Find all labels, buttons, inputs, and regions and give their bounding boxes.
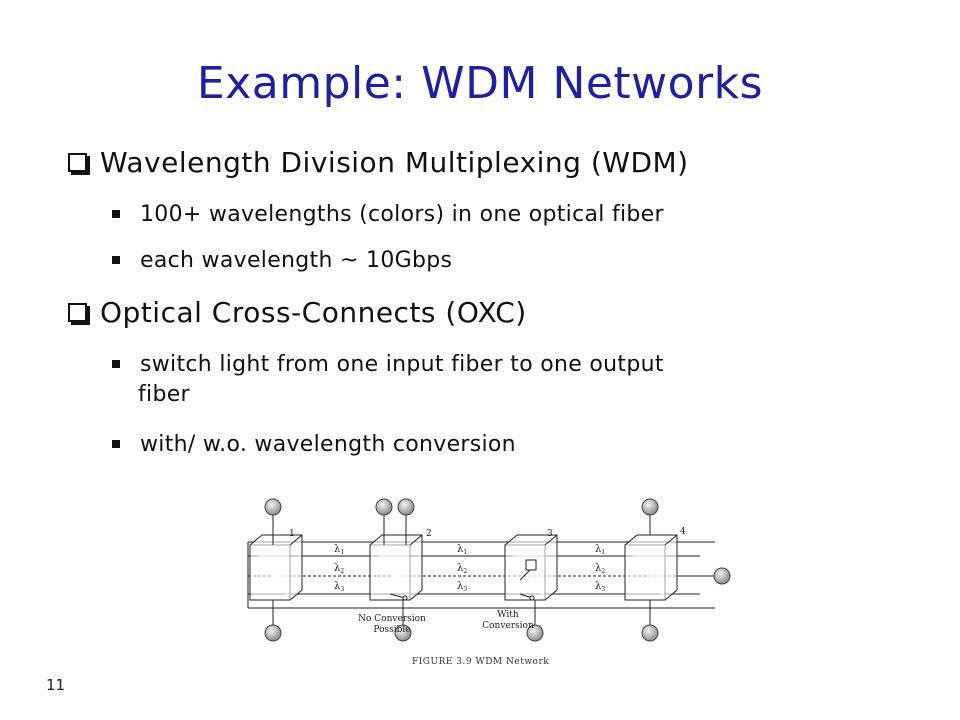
bullet-text: Wavelength Division Multiplexing (WDM) [100, 146, 689, 179]
lambda-subscript: 1 [463, 549, 467, 556]
bullet-level2-wavelengths: 100+ wavelengths (colors) in one optical… [112, 200, 664, 230]
checkbox-bullet-icon [68, 153, 87, 172]
with-conversion-label-line1: With [497, 610, 519, 620]
node-label-3: 3 [547, 529, 553, 539]
checkbox-bullet-icon [68, 303, 87, 322]
bullet-text: Optical Cross-Connects (OXC) [100, 296, 527, 329]
lambda-label: λ [457, 544, 464, 555]
bullet-level2-conversion: with/ w.o. wavelength conversion [112, 430, 516, 460]
svg-text:λ1: λ1 [334, 544, 344, 556]
svg-text:λ3: λ3 [334, 581, 344, 593]
svg-text:λ2: λ2 [457, 563, 467, 575]
lambda-label: λ [457, 563, 464, 574]
lambda-subscript: 3 [340, 586, 344, 593]
lambda-label: λ [457, 581, 464, 592]
lambda-label: λ [334, 544, 341, 555]
lambda-subscript: 2 [340, 568, 344, 575]
with-conversion-label-line2: Conversion [482, 621, 534, 631]
slide-number: 11 [46, 676, 66, 694]
wdm-network-diagram: 1 2 3 4 λ1 λ2 λ3 λ1 λ2 λ3 λ1 λ2 λ3 No Co… [247, 498, 731, 667]
svg-text:λ3: λ3 [595, 581, 605, 593]
lambda-subscript: 1 [601, 549, 605, 556]
node-label-4: 4 [680, 527, 686, 537]
node-label-1: 1 [289, 529, 295, 539]
no-conversion-label-line1: No Conversion [358, 614, 426, 624]
lambda-subscript: 1 [340, 549, 344, 556]
bullet-text: with/ w.o. wavelength conversion [140, 432, 516, 457]
lambda-label: λ [334, 581, 341, 592]
node-label-2: 2 [426, 529, 432, 539]
svg-text:λ1: λ1 [457, 544, 467, 556]
svg-text:λ2: λ2 [595, 563, 605, 575]
svg-text:λ1: λ1 [595, 544, 605, 556]
lambda-label: λ [334, 563, 341, 574]
slide-title: Example: WDM Networks [196, 58, 764, 109]
no-conversion-label-line2: Possible [373, 625, 410, 635]
lambda-label: λ [595, 563, 602, 574]
bullet-text-line1: switch light from one input fiber to one… [140, 352, 664, 377]
bullet-level2-switch-light-cont: fiber [138, 380, 190, 410]
square-bullet-icon [112, 440, 120, 448]
square-bullet-icon [112, 256, 120, 264]
bullet-text: each wavelength ~ 10Gbps [140, 248, 453, 273]
svg-text:λ3: λ3 [457, 581, 467, 593]
lambda-label: λ [595, 544, 602, 555]
lambda-subscript: 2 [463, 568, 467, 575]
lambda-subscript: 3 [601, 586, 605, 593]
bullet-level2-10gbps: each wavelength ~ 10Gbps [112, 246, 453, 276]
bullet-text: 100+ wavelengths (colors) in one optical… [140, 202, 664, 227]
bullet-level1-wdm: Wavelength Division Multiplexing (WDM) [68, 146, 689, 179]
square-bullet-icon [112, 360, 120, 368]
bullet-level2-switch-light: switch light from one input fiber to one… [112, 350, 664, 380]
figure-caption: FIGURE 3.9 WDM Network [412, 657, 549, 667]
bullet-text-line2: fiber [138, 382, 190, 407]
square-bullet-icon [112, 210, 120, 218]
lambda-subscript: 2 [601, 568, 605, 575]
lambda-subscript: 3 [463, 586, 467, 593]
lambda-label: λ [595, 581, 602, 592]
bullet-level1-oxc: Optical Cross-Connects (OXC) [68, 296, 527, 329]
svg-text:λ2: λ2 [334, 563, 344, 575]
